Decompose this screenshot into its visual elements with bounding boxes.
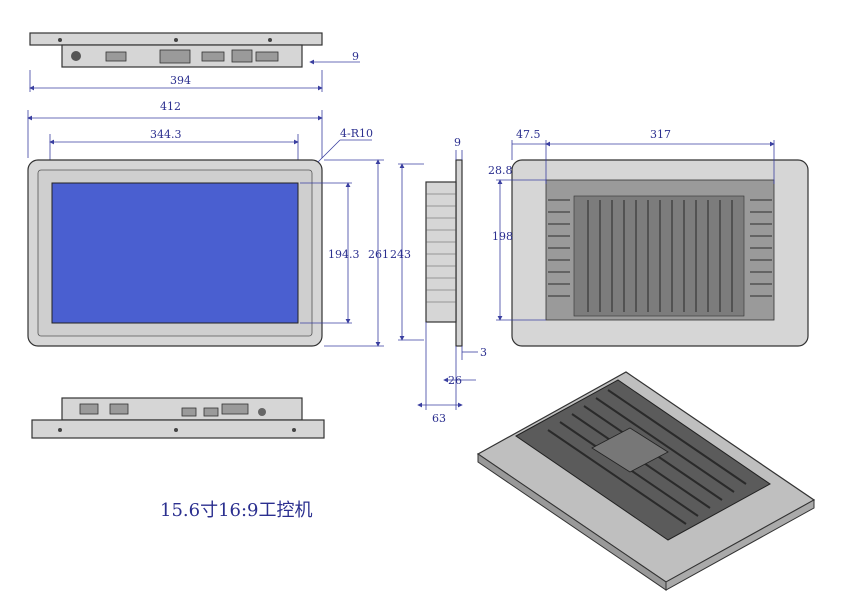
rear-view: [496, 140, 809, 347]
dim-side-body: 26: [448, 374, 462, 387]
dim-screen-width: 344.3: [150, 128, 182, 141]
dim-corner-radius: 4-R10: [340, 127, 373, 140]
dim-side-bezel: 3: [480, 346, 487, 359]
isometric-view: [476, 371, 816, 591]
dim-top-width: 394: [170, 74, 191, 87]
serial-port-icon: [105, 51, 127, 62]
dim-screen-height: 194.3: [328, 248, 360, 261]
display-screen: [51, 182, 299, 324]
dim-front-height: 261: [368, 248, 389, 261]
dim-front-width: 412: [160, 100, 181, 113]
com-port-icon: [255, 51, 279, 62]
side-view: [398, 150, 478, 410]
dim-rear-mount-height: 198: [492, 230, 513, 243]
dim-side-total: 63: [432, 412, 446, 425]
top-view: [29, 32, 360, 92]
usb-port-icon: [159, 49, 191, 64]
dim-rear-mount-width: 317: [650, 128, 671, 141]
vga-port-icon: [201, 51, 225, 62]
lan-port-icon: [231, 49, 253, 63]
power-port-icon: [71, 51, 81, 61]
dim-side-height: 243: [390, 248, 411, 261]
dim-top-depth: 9: [352, 50, 359, 63]
drawing-caption: 15.6寸16:9工控机: [160, 500, 313, 521]
dim-side-top: 9: [454, 136, 461, 149]
front-view: [27, 110, 384, 347]
dim-rear-offset-y: 28.8: [488, 164, 513, 177]
dim-rear-offset-x: 47.5: [516, 128, 541, 141]
bottom-view: [31, 397, 325, 439]
